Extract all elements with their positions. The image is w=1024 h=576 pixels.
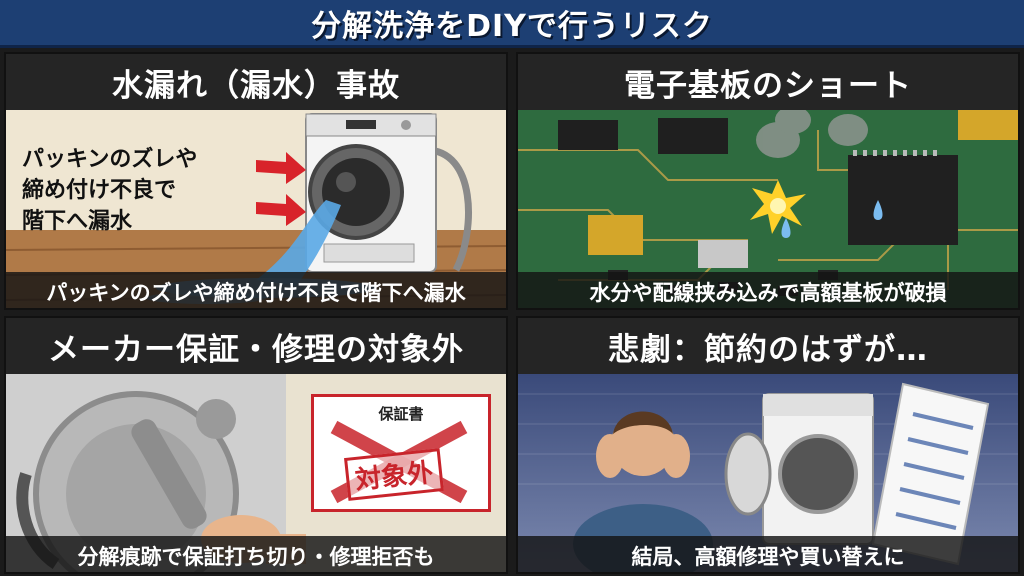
panel-header: 電子基板のショート [518,54,1018,110]
panel-water-leak: 水漏れ（漏水）事故 [4,52,508,310]
panel-tragedy: 悲劇：節約のはずが… [516,316,1020,574]
warranty-illustration: 保証書 対象外 分解痕跡で保証打ち切り・修理拒否も [6,374,506,572]
panel-caption: 結局、高額修理や買い替えに [518,536,1018,572]
panel-warranty-void: メーカー保証・修理の対象外 保証書 [4,316,508,574]
red-arrow-icon [256,152,306,226]
callout-line: 締め付け不良で [22,178,177,203]
invoice-icon [871,382,990,566]
panel-title: メーカー保証・修理の対象外 [48,331,464,368]
spark-icon [750,180,806,234]
smoke-icon [756,106,868,158]
panel-caption: 水分や配線挟み込みで高額基板が破損 [518,272,1018,308]
callout-line: パッキンのズレや [22,147,198,172]
panel-caption: パッキンのズレや締め付け不良で階下へ漏水 [6,272,506,308]
panel-title: 電子基板のショート [624,67,912,104]
panel-title: 水漏れ（漏水）事故 [112,67,400,104]
caption-text: パッキンのズレや締め付け不良で階下へ漏水 [46,281,466,305]
page-title: 分解洗浄をDIYで行うリスク [311,8,713,44]
water-leak-illustration: パッキンのズレや 締め付け不良で 階下へ漏水 パッキンのズレや締め付け不良で階下… [6,110,506,308]
tragedy-illustration: 結局、高額修理や買い替えに [518,374,1018,572]
callout-text: パッキンのズレや 締め付け不良で 階下へ漏水 [22,144,197,237]
callout-line: 階下へ漏水 [22,209,133,234]
panel-header: 水漏れ（漏水）事故 [6,54,506,110]
certificate-heading: 保証書 [378,405,424,423]
panel-header: 悲劇：節約のはずが… [518,318,1018,374]
warranty-certificate-icon: 保証書 対象外 [311,394,491,512]
title-banner: 分解洗浄をDIYで行うリスク [0,0,1024,48]
caption-text: 分解痕跡で保証打ち切り・修理拒否も [77,545,435,569]
washing-machine-icon [6,110,506,308]
panel-caption: 分解痕跡で保証打ち切り・修理拒否も [6,536,506,572]
panel-board-short: 電子基板のショート [516,52,1020,310]
caption-text: 結局、高額修理や買い替えに [631,545,905,569]
circuit-board-illustration: 水分や配線挟み込みで高額基板が破損 [518,106,1018,308]
panel-header: メーカー保証・修理の対象外 [6,318,506,374]
caption-text: 水分や配線挟み込みで高額基板が破損 [589,281,947,305]
panel-title: 悲劇：節約のはずが… [608,331,928,368]
